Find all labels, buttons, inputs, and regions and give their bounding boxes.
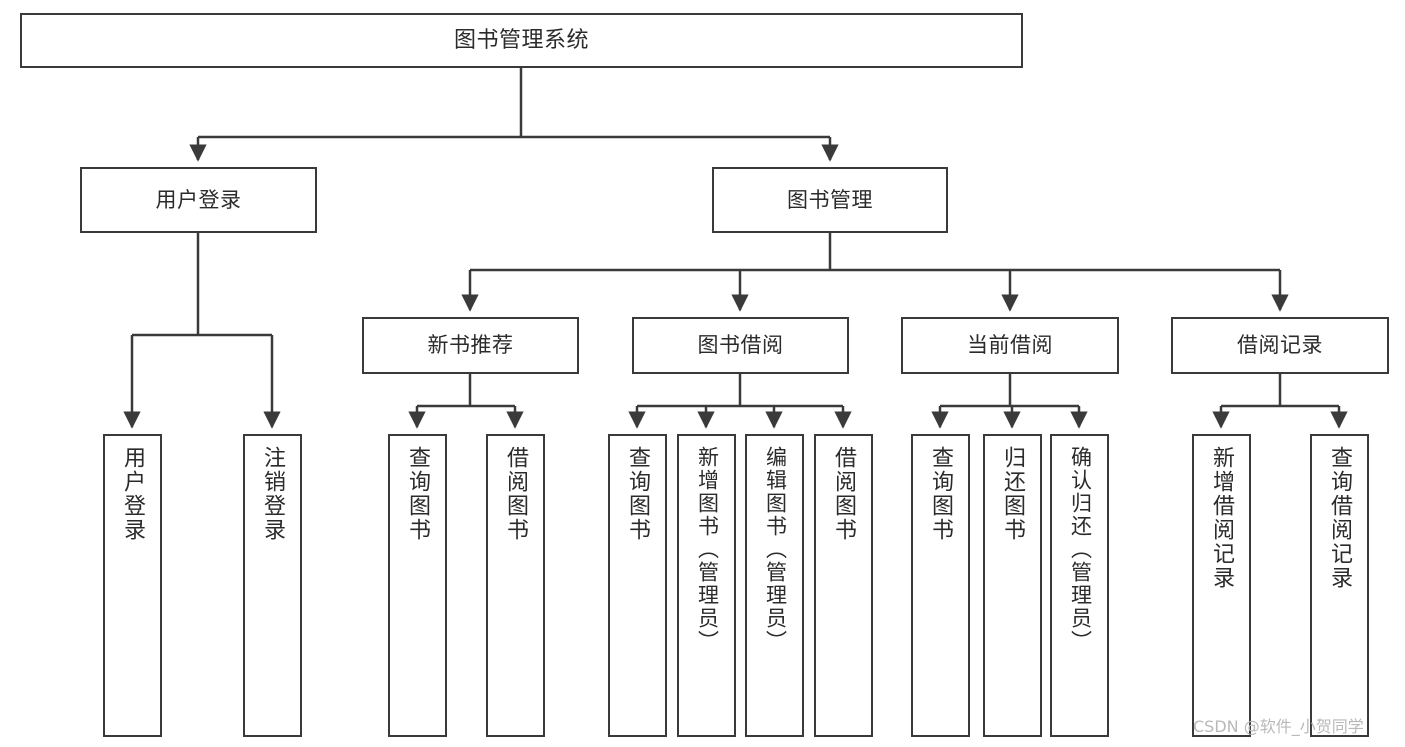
node-leaf-user-login-label: 用户登录: [120, 446, 146, 542]
node-user-login-label: 用户登录: [155, 187, 242, 212]
node-leaf-user-logout[interactable]: 注销登录: [243, 434, 302, 737]
node-leaf-borrow-book-1-label: 借阅图书: [503, 446, 529, 542]
node-leaf-add-book[interactable]: 新增图书（管理员）: [677, 434, 736, 737]
node-leaf-query-record[interactable]: 查询借阅记录: [1310, 434, 1369, 737]
node-leaf-edit-book[interactable]: 编辑图书（管理员）: [745, 434, 804, 737]
node-leaf-edit-book-label: 编辑图书（管理员）: [763, 446, 788, 653]
node-leaf-borrow-book-2-label: 借阅图书: [831, 446, 857, 542]
node-leaf-query-book-3[interactable]: 查询图书: [911, 434, 970, 737]
node-user-login[interactable]: 用户登录: [80, 167, 317, 233]
node-leaf-borrow-book-1[interactable]: 借阅图书: [486, 434, 545, 737]
node-leaf-query-book-2[interactable]: 查询图书: [608, 434, 667, 737]
node-leaf-add-record[interactable]: 新增借阅记录: [1192, 434, 1251, 737]
node-root[interactable]: 图书管理系统: [20, 13, 1023, 68]
node-borrow-record-label: 借阅记录: [1237, 333, 1323, 358]
node-book-borrow-label: 图书借阅: [697, 333, 784, 358]
node-leaf-user-logout-label: 注销登录: [260, 446, 286, 542]
node-leaf-query-book-2-label: 查询图书: [625, 446, 651, 542]
node-book-manage-label: 图书管理: [787, 187, 873, 212]
node-leaf-return-book-label: 归还图书: [1000, 446, 1026, 542]
node-root-label: 图书管理系统: [453, 27, 589, 53]
node-current-borrow-label: 当前借阅: [967, 333, 1053, 358]
csdn-watermark: CSDN @软件_小贺同学: [1193, 717, 1364, 736]
node-leaf-query-book-1[interactable]: 查询图书: [388, 434, 447, 737]
node-leaf-query-book-3-label: 查询图书: [928, 446, 954, 542]
node-leaf-query-book-1-label: 查询图书: [405, 446, 431, 542]
node-current-borrow[interactable]: 当前借阅: [901, 317, 1119, 374]
node-book-borrow[interactable]: 图书借阅: [632, 317, 849, 374]
node-leaf-user-login[interactable]: 用户登录: [103, 434, 162, 737]
node-new-book-rec[interactable]: 新书推荐: [362, 317, 579, 374]
node-leaf-confirm-return[interactable]: 确认归还（管理员）: [1050, 434, 1109, 737]
node-leaf-borrow-book-2[interactable]: 借阅图书: [814, 434, 873, 737]
node-new-book-rec-label: 新书推荐: [427, 333, 514, 358]
node-book-manage[interactable]: 图书管理: [712, 167, 948, 233]
node-leaf-add-book-label: 新增图书（管理员）: [695, 446, 720, 653]
node-leaf-add-record-label: 新增借阅记录: [1209, 446, 1235, 590]
node-borrow-record[interactable]: 借阅记录: [1171, 317, 1389, 374]
node-leaf-confirm-return-label: 确认归还（管理员）: [1068, 446, 1093, 653]
node-leaf-query-record-label: 查询借阅记录: [1327, 446, 1353, 590]
node-leaf-return-book[interactable]: 归还图书: [983, 434, 1042, 737]
